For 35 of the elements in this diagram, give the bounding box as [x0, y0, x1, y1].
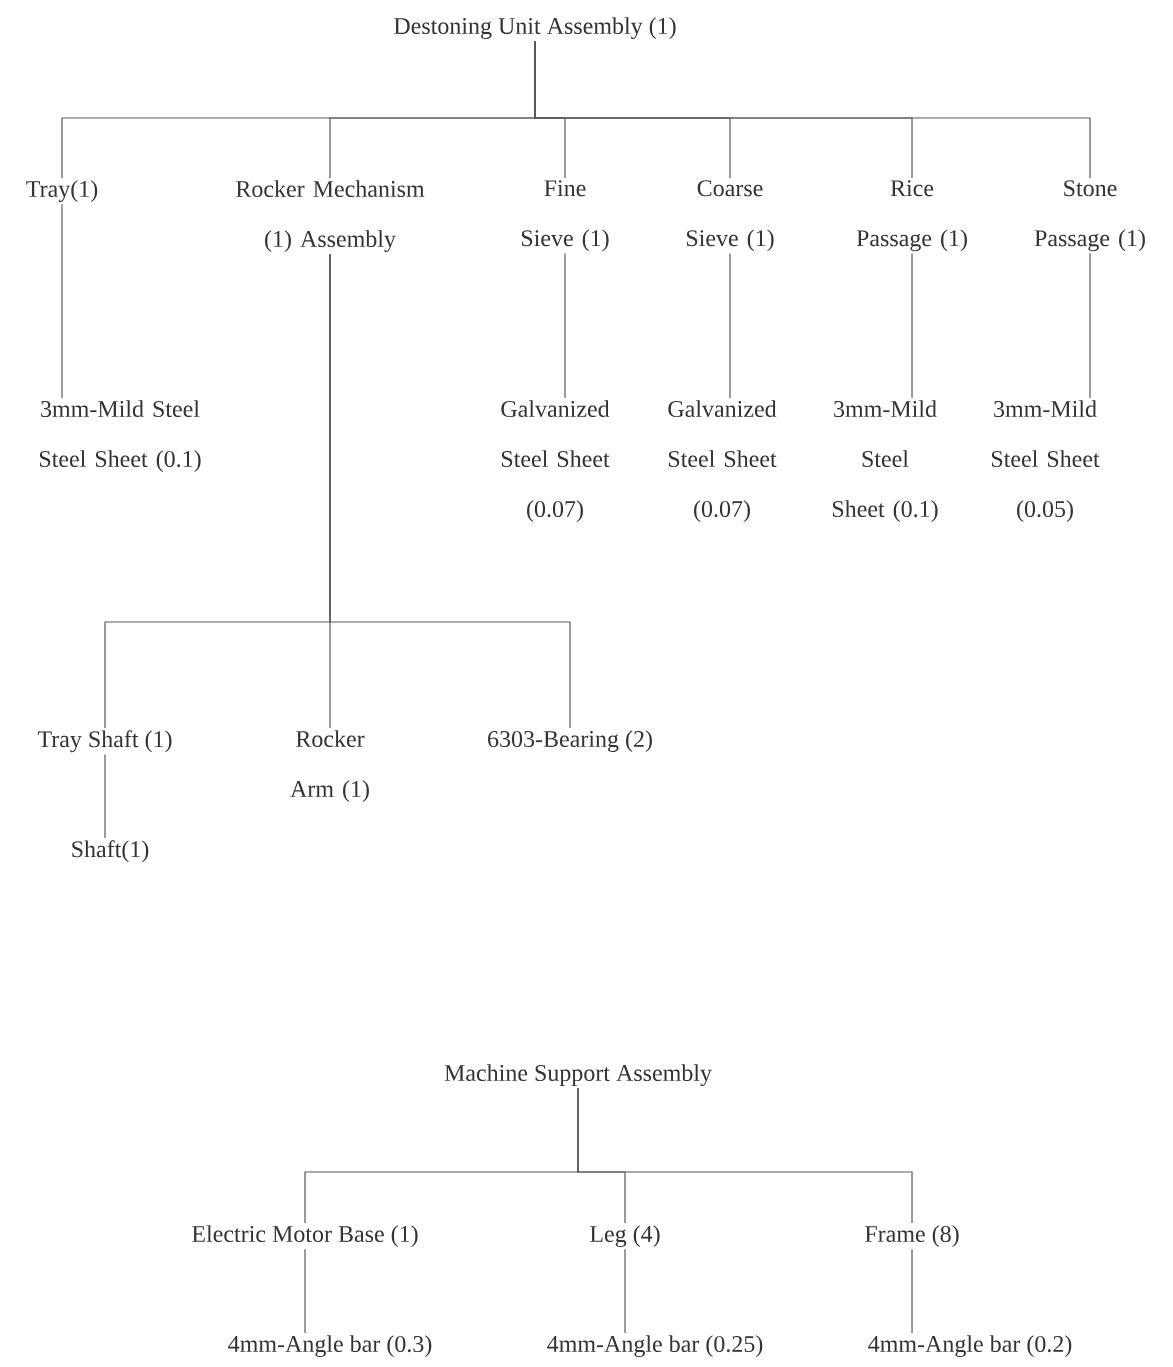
part-label: 4mm-Angle bar (0.3) [228, 1335, 432, 1358]
part-label: 3mm-Mild Steel Steel Sheet (0.1) [39, 400, 201, 472]
part-label: Rice Passage (1) [856, 180, 967, 252]
connector-line [577, 1087, 913, 1224]
part-label: Destoning Unit Assembly (1) [394, 17, 676, 40]
connector-line [61, 203, 63, 399]
connector-line [911, 252, 913, 399]
part-label: Electric Motor Base (1) [192, 1225, 418, 1247]
part-label: 3mm-Mild Steel Sheet (0.1) [832, 400, 938, 522]
part-label: Leg (4) [590, 1225, 660, 1248]
connector-line [624, 1248, 626, 1334]
connector-line [104, 753, 106, 839]
part-label: Tray Shaft (1) [37, 730, 172, 753]
part-label: Tray(1) [26, 180, 98, 203]
part-label: Shaft(1) [72, 840, 149, 863]
part-label: Rocker Mechanism (1) Assembly [236, 180, 425, 253]
part-label: Galvanized Steel Sheet (0.07) [501, 400, 610, 522]
connector-line [564, 252, 566, 399]
part-label: Coarse Sieve (1) [686, 180, 774, 252]
connector-line [304, 1248, 306, 1334]
part-label: Rocker Arm (1) [290, 730, 369, 802]
connector-line [1089, 252, 1091, 399]
part-label: Galvanized Steel Sheet (0.07) [668, 400, 777, 522]
part-label: Frame (8) [865, 1225, 959, 1247]
part-label: 6303-Bearing (2) [488, 730, 652, 753]
part-label: Fine Sieve (1) [521, 180, 609, 252]
part-label: Stone Passage (1) [1034, 180, 1145, 252]
connector-line [911, 1248, 913, 1334]
part-label: 3mm-Mild Steel Sheet (0.05) [991, 400, 1100, 522]
part-label: 4mm-Angle bar (0.2) [868, 1335, 1072, 1358]
connector-line [534, 40, 1091, 179]
part-label: Machine Support Assembly [444, 1064, 712, 1087]
part-label: 4mm-Angle bar (0.25) [547, 1335, 763, 1358]
connector-line [329, 253, 571, 729]
connector-line [729, 252, 731, 399]
